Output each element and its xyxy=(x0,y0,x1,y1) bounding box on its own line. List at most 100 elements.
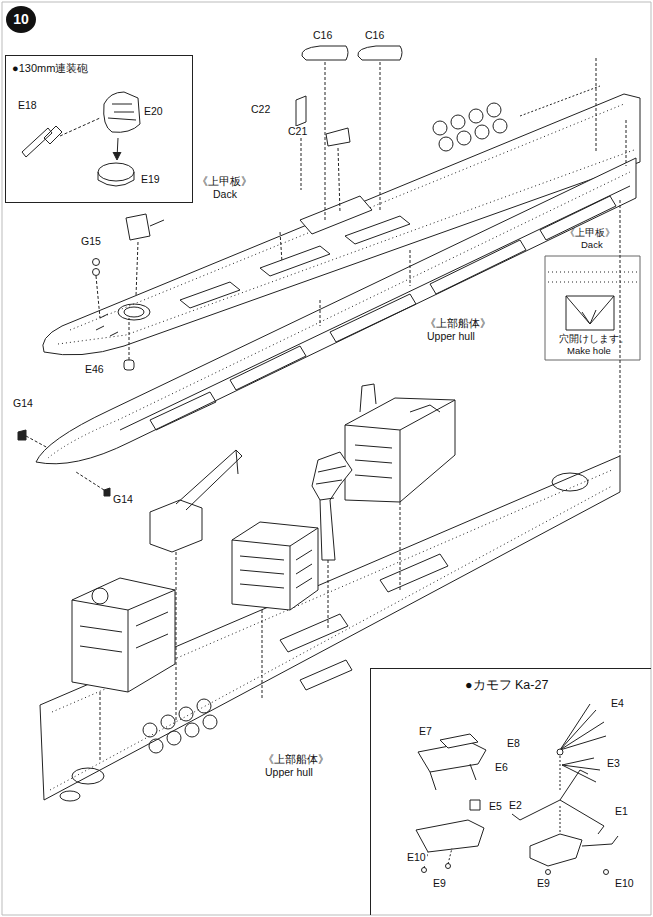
lower-hull-part-line xyxy=(52,470,612,712)
helicopter-inset-art xyxy=(416,704,618,875)
helicopter-inset-art-line xyxy=(560,756,561,832)
upper-hull-part-line xyxy=(280,232,410,326)
superstructure-parts-line xyxy=(92,588,108,604)
part-number: E7 xyxy=(418,726,433,738)
helicopter-inset-art-line xyxy=(560,704,606,750)
inset-title: ●カモフ Ka-27 xyxy=(465,678,548,692)
part-number: E20 xyxy=(143,106,164,118)
small-parts-line xyxy=(104,488,110,496)
small-parts-line xyxy=(296,96,306,126)
helicopter-inset-art-line xyxy=(530,834,582,866)
small-parts-line xyxy=(301,62,380,220)
inset-title: ●130mm連装砲 xyxy=(12,62,88,75)
lower-hull-part-line-line xyxy=(161,715,175,729)
lower-hull-part-line xyxy=(72,768,104,784)
superstructure-parts-line xyxy=(100,692,101,760)
part-number: C21 xyxy=(287,126,308,138)
inset-panel: ●130mm連装砲 xyxy=(5,55,193,203)
hole-detail-inset xyxy=(545,256,640,360)
part-number: E8 xyxy=(506,738,521,750)
superstructure-parts-line xyxy=(176,450,242,510)
superstructure-parts-line xyxy=(620,200,621,456)
helicopter-inset-art-line xyxy=(512,770,604,834)
part-number: E9 xyxy=(432,878,447,890)
upper-deck-part-line xyxy=(520,86,600,116)
helicopter-inset-art-line xyxy=(557,749,563,755)
small-parts-line xyxy=(124,360,134,370)
upper-deck-part-line xyxy=(124,307,144,317)
lower-hull-part-line-line xyxy=(197,699,211,713)
part-number: E10 xyxy=(614,878,635,890)
part-number: C16 xyxy=(364,30,385,42)
upper-deck-part-line-line xyxy=(475,125,489,139)
lower-hull-part-line-line xyxy=(167,731,181,745)
part-number: G14 xyxy=(112,494,134,506)
upper-deck-part-line-line xyxy=(487,103,501,117)
upper-deck-part-line-line xyxy=(493,119,507,133)
small-parts-line xyxy=(126,214,164,240)
turret-inset-art-line xyxy=(108,104,136,120)
helicopter-inset-art-line xyxy=(470,800,480,810)
superstructure-parts-line xyxy=(400,502,401,590)
helicopter-inset-art-line xyxy=(604,870,609,875)
turret-inset-art-line xyxy=(22,126,62,157)
turret-inset-art xyxy=(22,92,140,186)
part-number: E3 xyxy=(606,758,621,770)
lower-hull-part-line-line xyxy=(179,707,193,721)
superstructure-parts-line xyxy=(328,560,329,630)
superstructure-parts-line xyxy=(72,590,175,692)
inset-title: Make hole xyxy=(567,346,611,357)
small-parts-line xyxy=(26,436,48,448)
superstructure-parts-line xyxy=(176,552,177,720)
part-name: 《上部船体》 xyxy=(424,318,492,330)
superstructure-parts-line xyxy=(150,500,202,552)
hole-detail-inset-line xyxy=(548,272,637,282)
part-number: C16 xyxy=(312,30,333,42)
turret-inset-art-line xyxy=(60,118,100,136)
inset-title: Dack xyxy=(581,240,603,251)
upper-deck-part-line-line xyxy=(433,121,447,135)
upper-deck-part-line xyxy=(300,196,372,234)
helicopter-inset-art-line xyxy=(546,870,551,875)
hole-detail-inset-line xyxy=(545,256,640,360)
inset-title: 《上甲板》 xyxy=(565,228,615,239)
small-parts-line xyxy=(76,472,104,490)
superstructure-parts-line xyxy=(316,466,346,500)
part-name: Upper hull xyxy=(426,331,476,343)
part-name: Upper hull xyxy=(264,767,314,779)
inset-panel: 《上甲板》Dack穴開けします。Make hole xyxy=(545,228,641,360)
small-parts-line xyxy=(93,269,100,276)
superstructure-parts-line xyxy=(236,450,238,474)
turret-inset-art-line xyxy=(98,163,134,181)
small-parts-line xyxy=(129,318,130,360)
lower-hull-part-line-line xyxy=(203,715,217,729)
turret-inset-art-line xyxy=(113,152,121,160)
hole-detail-inset-line xyxy=(566,296,614,324)
helicopter-inset-art-line xyxy=(416,820,484,852)
part-name: 《上部船体》 xyxy=(262,754,330,766)
small-parts-line xyxy=(136,242,138,296)
upper-deck-part-line-line xyxy=(439,137,453,151)
part-number: E1 xyxy=(614,806,629,818)
upper-deck-part-line-line xyxy=(469,109,483,123)
lower-hull-part-line xyxy=(552,473,588,491)
part-number: C22 xyxy=(250,104,271,116)
small-parts-line xyxy=(358,46,402,60)
turret-inset-art-line xyxy=(98,172,134,186)
superstructure-parts-line xyxy=(345,398,455,502)
step-number: 10 xyxy=(6,6,36,33)
lower-hull-part-line-line xyxy=(149,739,163,753)
hole-detail-inset-line xyxy=(566,296,614,330)
superstructure-parts-line xyxy=(232,522,318,610)
part-number: E9 xyxy=(536,878,551,890)
small-parts-line xyxy=(302,46,348,60)
part-number: E18 xyxy=(17,100,38,112)
part-number: G14 xyxy=(12,398,34,410)
lower-hull-part-line-line xyxy=(143,723,157,737)
part-number: E46 xyxy=(84,364,105,376)
part-number: E2 xyxy=(508,800,523,812)
upper-deck-part-line xyxy=(96,314,118,336)
small-parts-line xyxy=(96,276,100,318)
part-number: E6 xyxy=(494,762,509,774)
